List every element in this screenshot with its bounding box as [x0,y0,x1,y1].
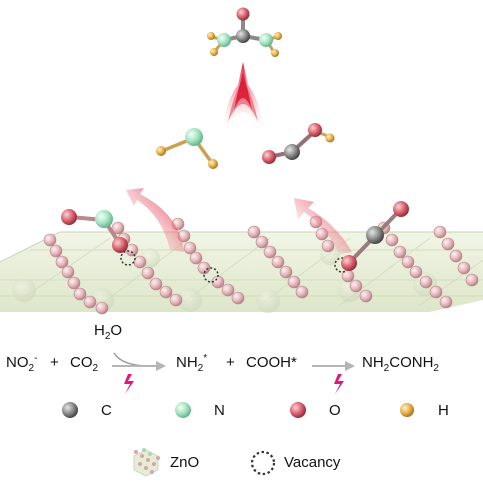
cooh-carbon-atom [284,144,300,160]
nh2-intermediate [156,128,218,169]
urea-hydrogen-atom [271,49,279,57]
desorption-arrow-right [294,198,352,254]
co2-oxygen-atom [341,255,357,271]
urea-carbon-atom [236,29,250,43]
process-arrow-1 [112,361,166,371]
coupling-arrow [222,62,264,132]
cooh-oxygen-atom [308,123,322,137]
reactant-co2: CO2 [70,354,99,374]
reactant-nitrite: NO2- [6,353,38,374]
urea-molecule [207,7,282,57]
nh2-hydrogen-atom [208,159,218,169]
lightning-icon [124,374,134,394]
legend-hydrogen-label: H [438,402,449,419]
plus-sign: + [226,354,235,371]
urea-nitrogen-atom [217,33,231,47]
co2-oxygen-atom [393,201,409,217]
no2-nitrogen-atom [95,210,113,228]
urea-oxygen-atom [236,7,250,21]
vacancy-site [120,250,136,266]
intermediate-cooh: COOH* [246,354,297,371]
legend-zno-label: ZnO [170,454,200,471]
legend-oxygen-icon [290,402,306,418]
legend-nitrogen-label: N [214,402,225,419]
vacancy-icon [250,450,276,476]
water-input-curve [113,352,151,367]
bead-chains [43,215,479,315]
lightning-icon [334,374,344,394]
no2-oxygen-atom [61,209,77,225]
legend-hydrogen-icon [400,403,414,417]
legend-carbon-icon [62,402,78,418]
legend-nitrogen-icon [175,402,191,418]
co2-carbon-atom [366,226,384,244]
adsorbed-co2 [341,201,409,271]
legend-carbon-label: C [101,402,112,419]
no2-oxygen-atom [112,237,128,253]
adsorbed-no2 [61,209,128,253]
urea-hydrogen-atom [207,32,215,40]
cooh-hydrogen-atom [325,133,335,143]
urea-nitrogen-atom [259,33,273,47]
legend-vacancy-label: Vacancy [284,454,341,471]
intermediate-nh2: NH2* [176,353,208,374]
product-urea: NH2CONH2 [362,354,439,374]
zno-lattice-icon [133,448,160,477]
water-reagent: H2O [94,322,123,342]
urea-hydrogen-atom [210,48,218,56]
process-arrow-2 [312,361,355,371]
legend-oxygen-label: O [329,402,341,419]
cooh-intermediate [262,123,335,164]
urea-hydrogen-atom [274,32,282,40]
cooh-oxygen-atom [262,150,276,164]
plus-sign: + [50,354,59,371]
vacancy-site [203,267,219,283]
nh2-hydrogen-atom [156,146,166,156]
desorption-arrow-left [126,188,184,252]
nh2-nitrogen-atom [185,128,203,146]
